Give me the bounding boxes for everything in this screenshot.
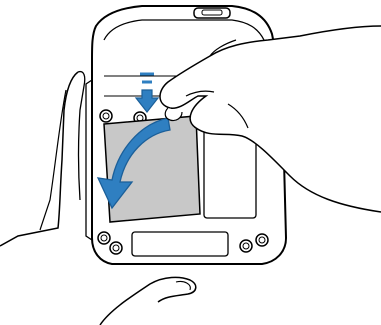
bottom-hand: [100, 277, 196, 325]
bottom-plate: [132, 232, 228, 256]
screw-top-left: [100, 110, 112, 122]
left-hand-outline: [0, 72, 78, 246]
left-hand-thumb: [78, 72, 85, 200]
screw-bottom-right-1: [240, 240, 252, 252]
screw-bottom-right-2: [256, 234, 268, 246]
screw-bottom-left-2: [110, 242, 122, 254]
screw-bottom-left-1: [98, 232, 110, 244]
bottom-hand-outline: [100, 277, 196, 325]
left-hand: [0, 72, 85, 246]
top-latch-inner: [202, 10, 222, 15]
